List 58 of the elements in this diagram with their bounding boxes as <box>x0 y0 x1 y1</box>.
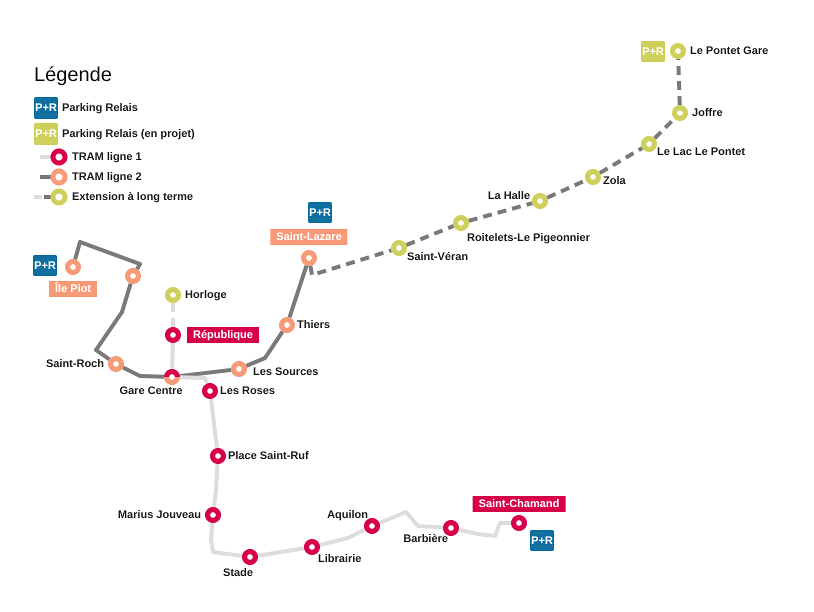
legend-text: TRAM ligne 2 <box>72 171 142 183</box>
station-name: Le Pontet Gare <box>690 45 768 57</box>
tram-line <box>308 248 392 277</box>
station-name: Les Sources <box>253 366 318 378</box>
legend-text: TRAM ligne 1 <box>72 151 142 163</box>
station-name-tag: République <box>187 327 259 343</box>
tram-line <box>209 522 242 558</box>
station-marker <box>125 268 141 284</box>
tram-line <box>288 264 308 318</box>
station-name-tag: Saint-Chamand <box>472 496 566 512</box>
station-name: Horloge <box>185 289 227 301</box>
tram-line <box>170 342 175 370</box>
tram-line <box>122 366 164 379</box>
legend-text: Extension à long terme <box>72 191 194 203</box>
station-name: Aquilon <box>327 509 368 521</box>
tram-line <box>246 330 284 368</box>
tram-line <box>458 521 511 538</box>
station-name: Place Saint-Ruf <box>228 450 309 462</box>
station-name: Le Lac Le Pontet <box>657 146 746 158</box>
tram-line <box>258 546 304 558</box>
station-name: Zola <box>603 175 626 187</box>
station-name: Les Roses <box>220 385 276 397</box>
tram-line <box>209 398 219 448</box>
park-and-ride-swatch: P+R <box>34 123 58 145</box>
station-name: Joffre <box>692 107 723 119</box>
tram-line <box>406 224 454 247</box>
tram-line <box>180 368 232 378</box>
tram-line <box>653 117 676 140</box>
station-name: Saint-Véran <box>407 251 468 263</box>
station-name: Gare Centre <box>120 385 182 397</box>
tram-line <box>676 58 682 106</box>
legend-title: Légende <box>34 64 113 87</box>
park-and-ride-sign: P+R <box>33 255 57 276</box>
station-name: Saint-Roch <box>46 358 104 370</box>
tram-line <box>378 510 444 530</box>
park-and-ride-swatch: P+R <box>34 97 58 119</box>
tram-line <box>212 464 220 508</box>
tram-line <box>171 303 175 327</box>
station-name: Roitelets-Le Pigeonnier <box>467 232 590 244</box>
station-name: Librairie <box>318 553 362 565</box>
station-name-tag: Île Piot <box>48 281 98 297</box>
station-name: La Halle <box>488 190 530 202</box>
station-name: Thiers <box>297 319 330 331</box>
tram-line <box>94 283 133 362</box>
tram-line <box>598 146 644 175</box>
legend-text: Parking Relais (en projet) <box>62 128 195 140</box>
tram-line <box>468 201 533 223</box>
station-name-tag: Saint-Lazare <box>270 229 348 245</box>
park-and-ride-sign: P+R <box>641 41 665 62</box>
tram-line <box>73 240 142 270</box>
station-name: Stade <box>223 567 253 579</box>
station-name: Barbière <box>403 533 448 545</box>
tram-line <box>180 375 209 384</box>
tram-line <box>319 528 366 547</box>
park-and-ride-sign: P+R <box>530 530 554 551</box>
station-name: Marius Jouveau <box>118 509 201 521</box>
legend-text: Parking Relais <box>62 102 138 114</box>
park-and-ride-sign: P+R <box>308 202 332 223</box>
